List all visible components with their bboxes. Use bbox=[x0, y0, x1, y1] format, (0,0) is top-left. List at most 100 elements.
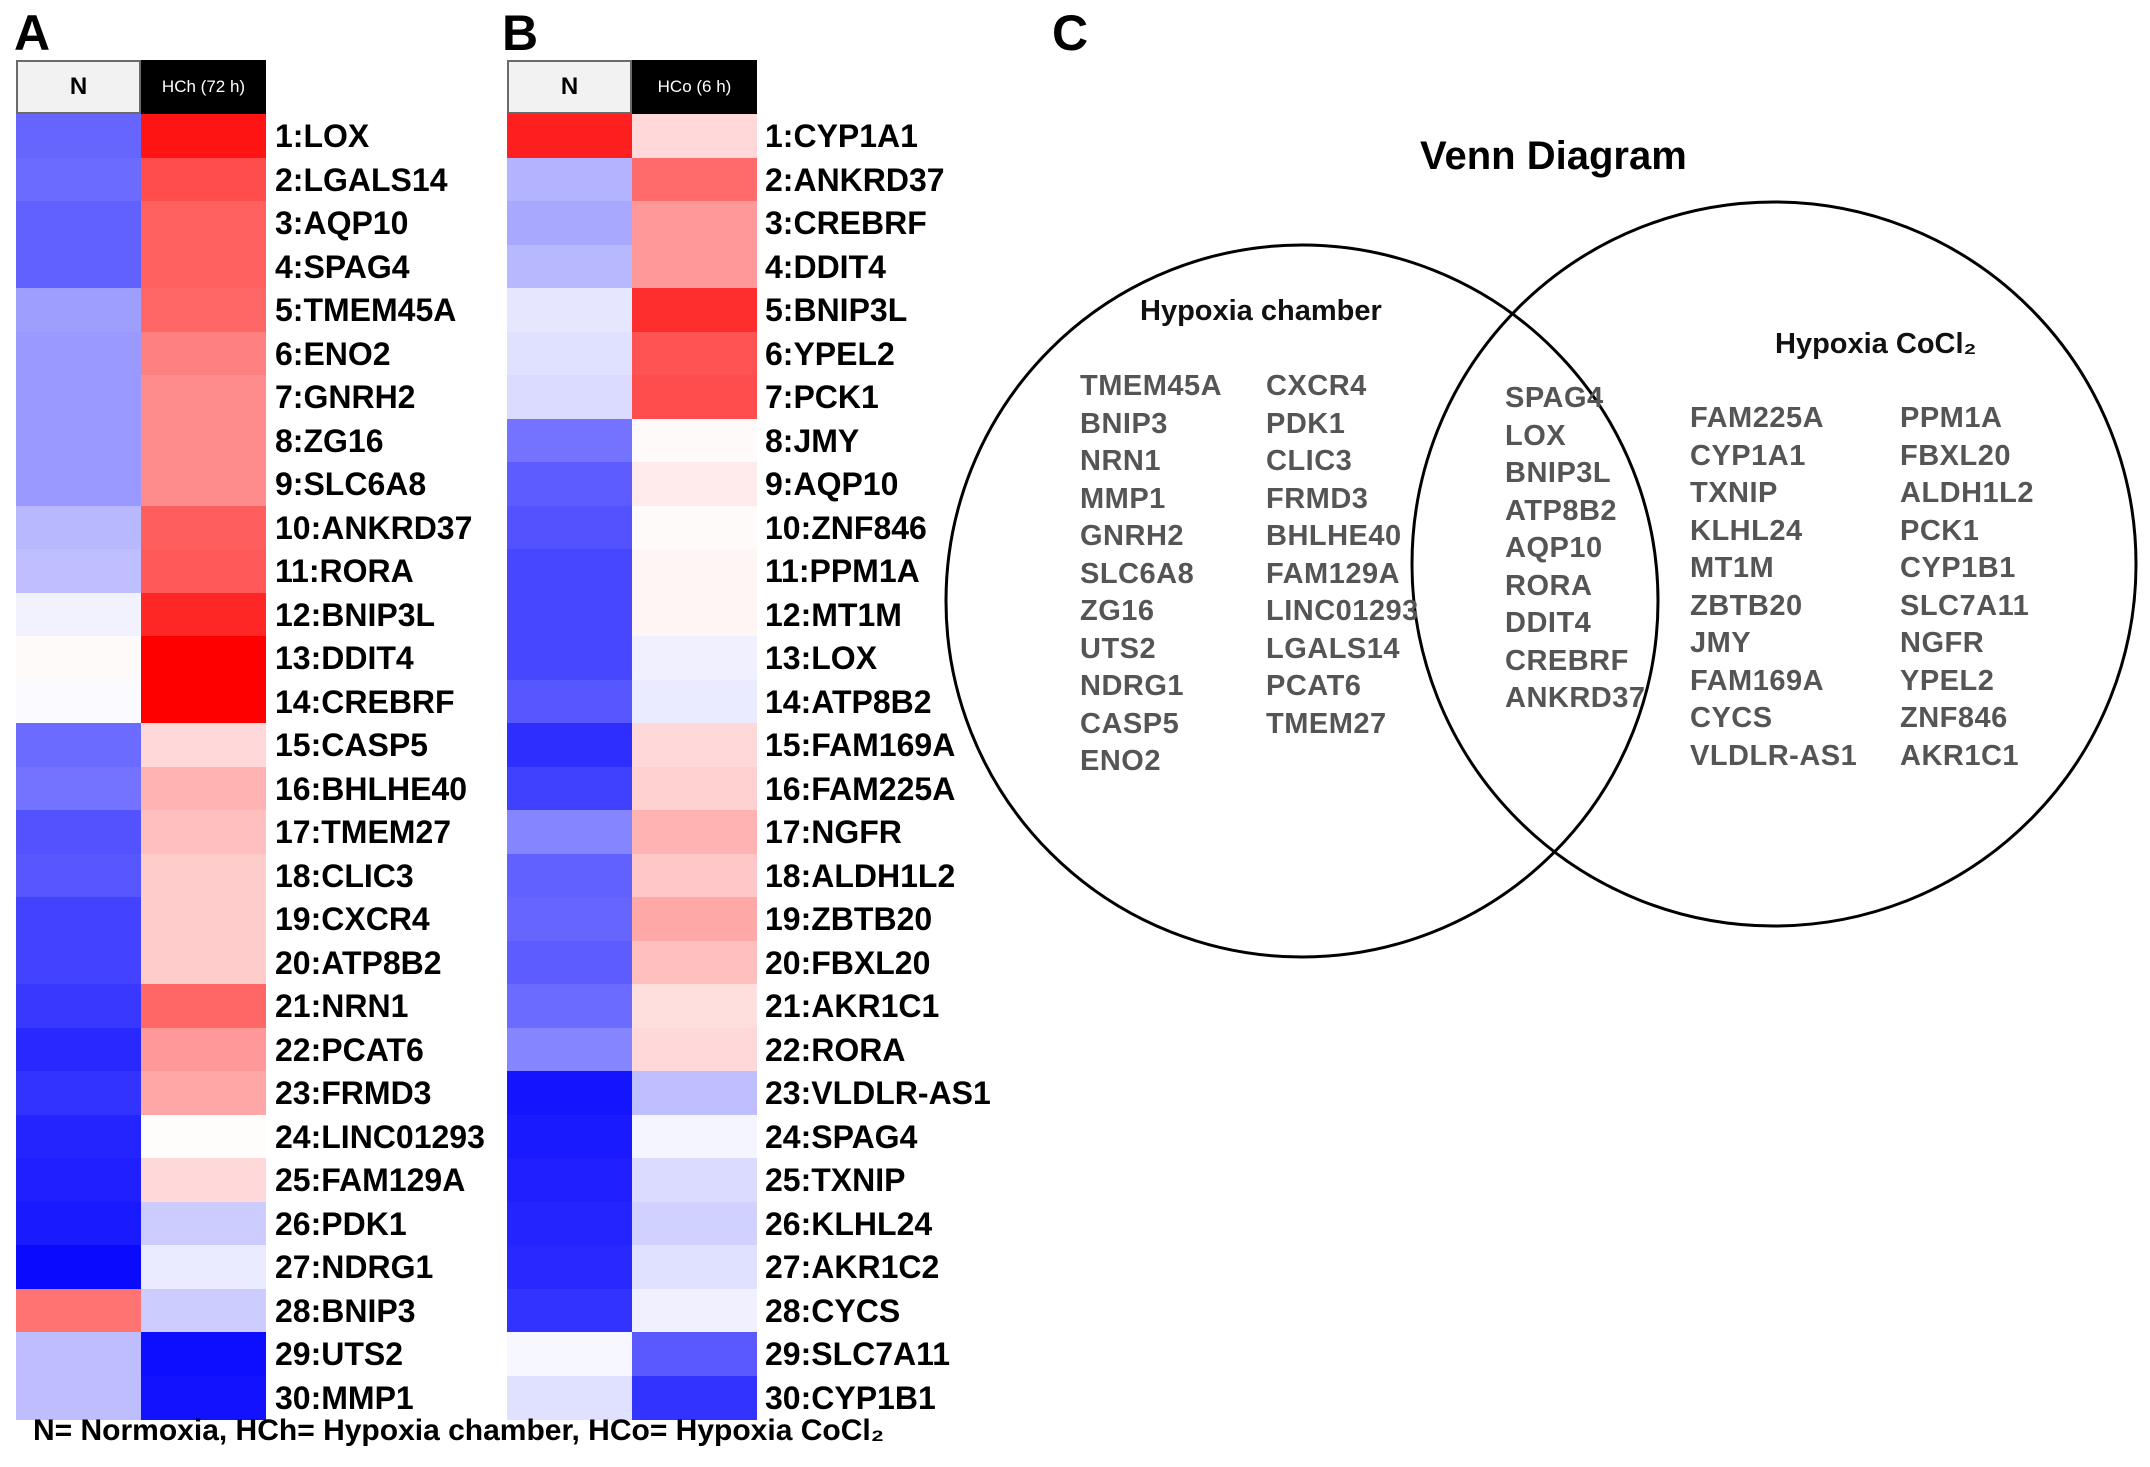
heatmap-b-cell bbox=[632, 897, 757, 942]
heatmap-b-cell bbox=[632, 201, 757, 246]
venn-gene-hypoxia-cocl2: VLDLR-AS1 bbox=[1690, 739, 1858, 772]
heatmap-b-row-label: 17:NGFR bbox=[765, 814, 902, 850]
heatmap-b-row-label: 16:FAM225A bbox=[765, 770, 956, 807]
heatmap-a-cell bbox=[141, 636, 266, 681]
heatmap-a-cell bbox=[141, 505, 266, 550]
venn-gene-hypoxia-chamber: BHLHE40 bbox=[1266, 520, 1402, 552]
venn-gene-intersection: RORA bbox=[1505, 569, 1593, 602]
heatmap-a-row-label: 1:LOX bbox=[275, 118, 370, 154]
heatmap-b-cell bbox=[632, 549, 757, 594]
heatmap-a-cell bbox=[141, 1071, 266, 1116]
heatmap-a-cell bbox=[16, 418, 141, 463]
heatmap-b-cell bbox=[507, 679, 632, 724]
heatmap-b-cell bbox=[507, 418, 632, 463]
heatmap-a-row-label: 23:FRMD3 bbox=[275, 1075, 432, 1111]
heatmap-a-row-label: 16:BHLHE40 bbox=[275, 770, 468, 807]
heatmap-b-cell bbox=[507, 984, 632, 1029]
venn-gene-intersection: ANKRD37 bbox=[1505, 682, 1646, 714]
heatmap-a-cell bbox=[16, 462, 141, 507]
venn-set-label-hypoxia-cocl2: Hypoxia CoCl₂ bbox=[1775, 328, 1977, 360]
panel-letter-b: B bbox=[502, 5, 539, 61]
heatmap-b-cell bbox=[507, 810, 632, 855]
heatmap-a-column-header: HCh (72 h) bbox=[141, 60, 266, 114]
heatmap-a-row-label: 6:ENO2 bbox=[275, 335, 391, 372]
venn-gene-hypoxia-cocl2: MT1M bbox=[1690, 552, 1775, 584]
heatmap-b-cell bbox=[632, 940, 757, 985]
venn-gene-hypoxia-chamber: TMEM27 bbox=[1266, 707, 1387, 740]
venn-gene-hypoxia-chamber: PCAT6 bbox=[1266, 670, 1362, 702]
heatmap-b-row-label: 30:CYP1B1 bbox=[765, 1379, 936, 1416]
heatmap-b-cell bbox=[507, 1071, 632, 1116]
heatmap-b-cell bbox=[507, 1288, 632, 1333]
heatmap-b-cell bbox=[632, 1027, 757, 1072]
heatmap-a-cell bbox=[16, 157, 141, 202]
heatmap-b-cell bbox=[632, 462, 757, 507]
heatmap-a-cell bbox=[141, 462, 266, 507]
venn-gene-hypoxia-chamber: ENO2 bbox=[1080, 745, 1161, 777]
heatmap-a-row-label: 28:BNIP3 bbox=[275, 1292, 416, 1329]
heatmap-a-row-label: 26:PDK1 bbox=[275, 1205, 407, 1242]
heatmap-b-cell bbox=[507, 766, 632, 811]
heatmap-b-row-label: 12:MT1M bbox=[765, 596, 902, 633]
heatmap-a-row-label: 12:BNIP3L bbox=[275, 596, 436, 633]
heatmap-a-cell bbox=[141, 418, 266, 463]
heatmap-a-cell bbox=[16, 1201, 141, 1246]
venn-gene-hypoxia-cocl2: TXNIP bbox=[1690, 477, 1778, 509]
heatmap-b-cell bbox=[632, 679, 757, 724]
heatmap-b-cell bbox=[632, 766, 757, 811]
heatmap-a-row-label: 21:NRN1 bbox=[275, 988, 409, 1024]
heatmap-a-row-label: 4:SPAG4 bbox=[275, 248, 410, 285]
venn-gene-hypoxia-cocl2: FBXL20 bbox=[1900, 439, 2011, 472]
heatmap-a-cell bbox=[16, 201, 141, 246]
heatmap-b-row-label: 9:AQP10 bbox=[765, 466, 899, 502]
venn-gene-intersection: ATP8B2 bbox=[1505, 494, 1618, 527]
venn-gene-hypoxia-cocl2: FAM169A bbox=[1690, 664, 1825, 697]
venn-gene-hypoxia-chamber: NDRG1 bbox=[1080, 670, 1185, 702]
heatmap-a-cell bbox=[141, 114, 266, 159]
heatmap-b-cell bbox=[507, 1201, 632, 1246]
heatmap-a-cell bbox=[16, 331, 141, 376]
heatmap-a-cell bbox=[16, 1332, 141, 1377]
venn-gene-hypoxia-chamber: MMP1 bbox=[1080, 482, 1166, 515]
heatmap-b-cell bbox=[632, 592, 757, 637]
heatmap-b-cell bbox=[507, 244, 632, 289]
heatmap-b-cell bbox=[507, 288, 632, 333]
heatmap-a-cell bbox=[16, 984, 141, 1029]
heatmap-a-cell bbox=[141, 1375, 266, 1420]
heatmap-a-row-label: 2:LGALS14 bbox=[275, 161, 448, 198]
heatmap-b-cell bbox=[507, 636, 632, 681]
heatmap-a-row-label: 5:TMEM45A bbox=[275, 292, 457, 328]
heatmap-a-cell bbox=[141, 1027, 266, 1072]
venn-gene-hypoxia-cocl2: CYCS bbox=[1690, 702, 1773, 734]
venn-gene-hypoxia-chamber: GNRH2 bbox=[1080, 520, 1185, 552]
venn-gene-hypoxia-chamber: UTS2 bbox=[1080, 632, 1157, 665]
heatmap-b-cell bbox=[632, 505, 757, 550]
venn-gene-hypoxia-cocl2: ZNF846 bbox=[1900, 702, 2008, 734]
heatmap-a-cell bbox=[16, 723, 141, 768]
venn-circle-hypoxia-chamber bbox=[944, 243, 1660, 959]
heatmap-b-row-label: 23:VLDLR-AS1 bbox=[765, 1075, 991, 1111]
heatmap-a-row-label: 18:CLIC3 bbox=[275, 857, 414, 894]
venn-gene-intersection: LOX bbox=[1505, 419, 1567, 452]
heatmap-a-row-label: 7:GNRH2 bbox=[275, 379, 416, 415]
heatmap-b-row-label: 4:DDIT4 bbox=[765, 248, 886, 285]
heatmap-a-row-label: 11:RORA bbox=[275, 553, 414, 589]
venn-gene-hypoxia-cocl2: ALDH1L2 bbox=[1900, 477, 2035, 509]
panel-letter-c: C bbox=[1052, 5, 1089, 61]
heatmap-a-cell bbox=[141, 331, 266, 376]
heatmap-a-cell bbox=[16, 375, 141, 420]
heatmap-a-row-label: 10:ANKRD37 bbox=[275, 509, 473, 546]
heatmap-b-cell bbox=[507, 201, 632, 246]
heatmap-a-row-label: 17:TMEM27 bbox=[275, 814, 452, 850]
venn-gene-intersection: CREBRF bbox=[1505, 644, 1629, 677]
heatmap-b-cell bbox=[632, 157, 757, 202]
heatmap-b-cell bbox=[507, 549, 632, 594]
venn-gene-hypoxia-chamber: TMEM45A bbox=[1080, 370, 1223, 402]
heatmap-a-cell bbox=[16, 1288, 141, 1333]
heatmap-b-cell bbox=[632, 1114, 757, 1159]
heatmap-b-cell bbox=[632, 1375, 757, 1420]
venn-gene-hypoxia-cocl2: ZBTB20 bbox=[1690, 589, 1803, 622]
heatmap-b-cell bbox=[632, 1245, 757, 1290]
heatmap-b-row-label: 20:FBXL20 bbox=[765, 944, 931, 981]
